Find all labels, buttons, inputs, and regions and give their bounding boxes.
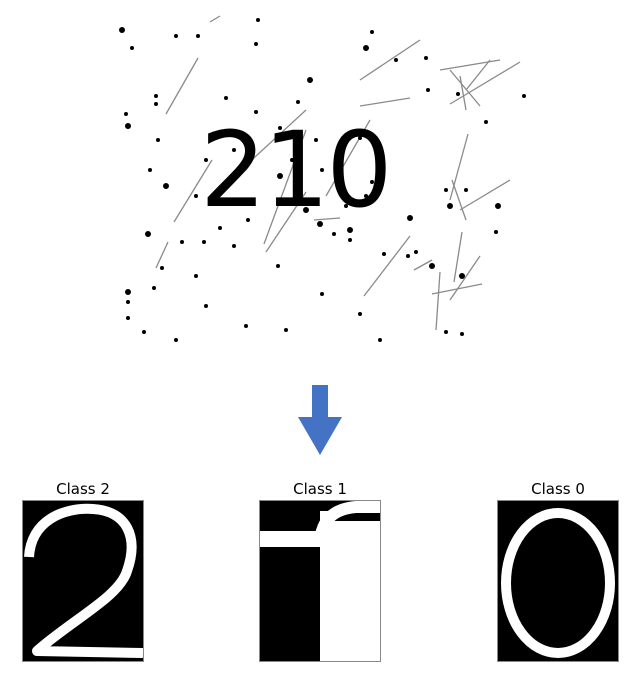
down-arrow-icon	[298, 385, 342, 455]
panel-title: Class 2	[56, 480, 110, 498]
panel-title: Class 1	[293, 480, 347, 498]
panel-class-2: Class 2	[22, 478, 144, 662]
input-digit-text: 210	[200, 109, 393, 231]
panel-class-1: Class 1	[259, 478, 381, 662]
panel-class-0: Class 0	[497, 478, 619, 662]
panel-title: Class 0	[531, 480, 585, 498]
digit-image-0	[497, 500, 619, 662]
noise-lines	[155, 15, 521, 331]
input-noise-layer	[119, 15, 526, 342]
digit-image-2	[22, 500, 144, 662]
digit-image-1	[259, 500, 381, 662]
noise-dots	[119, 18, 526, 342]
